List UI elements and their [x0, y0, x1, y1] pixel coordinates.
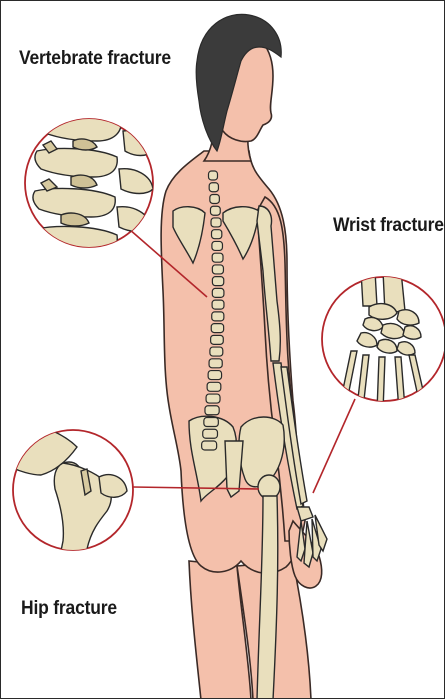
wrist-bones-closeup	[322, 271, 445, 411]
spine-vertebra	[212, 300, 224, 309]
spine-vertebra	[212, 241, 223, 250]
spine-vertebra	[209, 171, 218, 180]
spine-vertebra	[211, 218, 221, 227]
spine-vertebra	[202, 441, 217, 450]
spine-vertebra	[212, 253, 223, 262]
spine-vertebra	[205, 406, 219, 415]
spine-vertebra	[207, 382, 221, 391]
spine-vertebra	[212, 288, 224, 297]
hand-bones	[297, 507, 327, 567]
spine-vertebra	[209, 183, 218, 192]
spine-vertebra	[211, 335, 224, 344]
spine-vertebra	[211, 324, 223, 333]
spine-vertebra	[210, 347, 223, 356]
vertebrate-fracture-label: Vertebrate fracture	[19, 48, 171, 70]
spine-vertebra	[210, 206, 220, 215]
spine-vertebra	[209, 359, 222, 368]
spine-vertebra	[212, 312, 224, 321]
human-figure	[161, 29, 322, 699]
spine-vertebra	[208, 371, 221, 380]
spine-vertebra	[203, 429, 218, 438]
hip-joint-closeup	[11, 421, 133, 561]
spine-vertebra	[212, 277, 223, 286]
hip-fracture-label: Hip fracture	[21, 598, 117, 620]
wrist-fracture-label: Wrist fracture	[333, 215, 444, 237]
spine-vertebra	[204, 418, 218, 427]
spine-vertebra	[212, 230, 222, 239]
spine-vertebra	[210, 194, 220, 203]
spine-vertebra	[206, 394, 220, 403]
spine-vertebra	[212, 265, 223, 274]
